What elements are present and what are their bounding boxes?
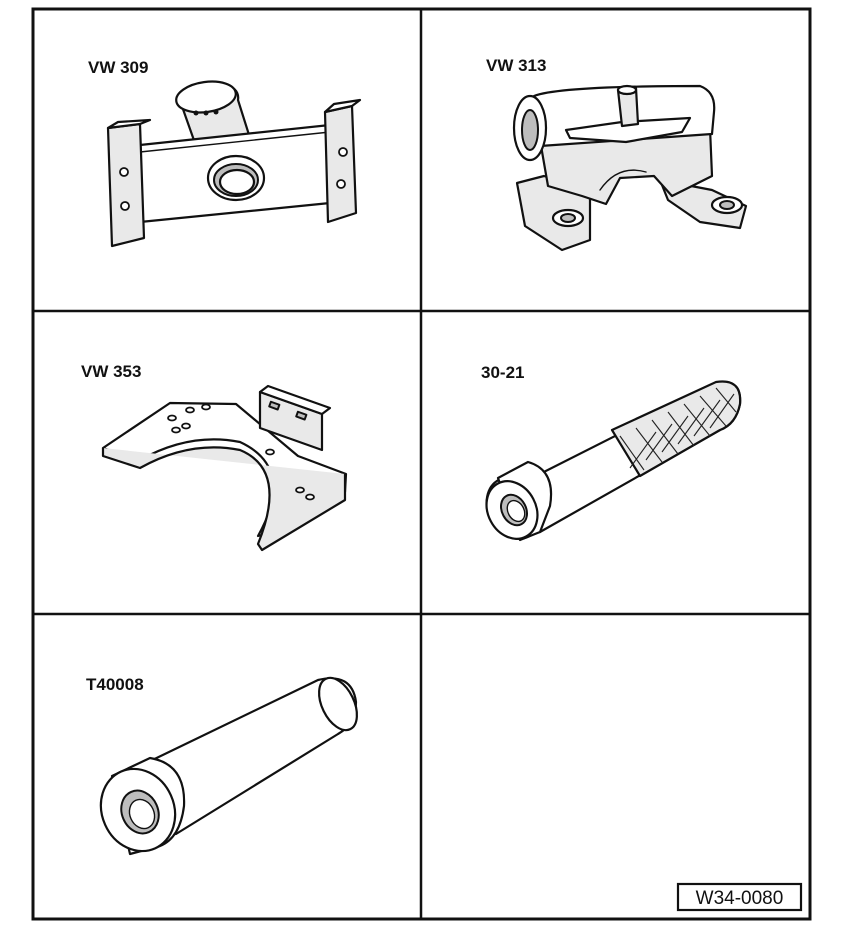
cell-30-21: 30-21 (481, 363, 742, 542)
tool-drawing-30-21 (485, 380, 742, 542)
figure-code-box: W34-0080 (676, 882, 803, 912)
cell-vw353: VW 353 (81, 362, 348, 552)
tool-label-30-21: 30-21 (481, 363, 524, 382)
tool-label-t40008: T40008 (86, 675, 144, 694)
tool-drawing-vw353 (101, 384, 348, 552)
tool-label-vw353: VW 353 (81, 362, 141, 381)
tool-label-vw309: VW 309 (88, 58, 148, 77)
tool-drawing-vw313 (512, 84, 748, 252)
figure-code: W34-0080 (696, 888, 784, 909)
cell-t40008: T40008 (86, 675, 359, 856)
tool-grid (31, 7, 812, 921)
tool-drawing-vw309 (106, 80, 362, 248)
tool-drawing-t40008 (99, 676, 359, 856)
tool-label-vw313: VW 313 (486, 56, 546, 75)
cell-vw313: VW 313 (486, 56, 748, 252)
knurl-pattern (619, 387, 737, 471)
cell-vw309: VW 309 (88, 58, 362, 248)
